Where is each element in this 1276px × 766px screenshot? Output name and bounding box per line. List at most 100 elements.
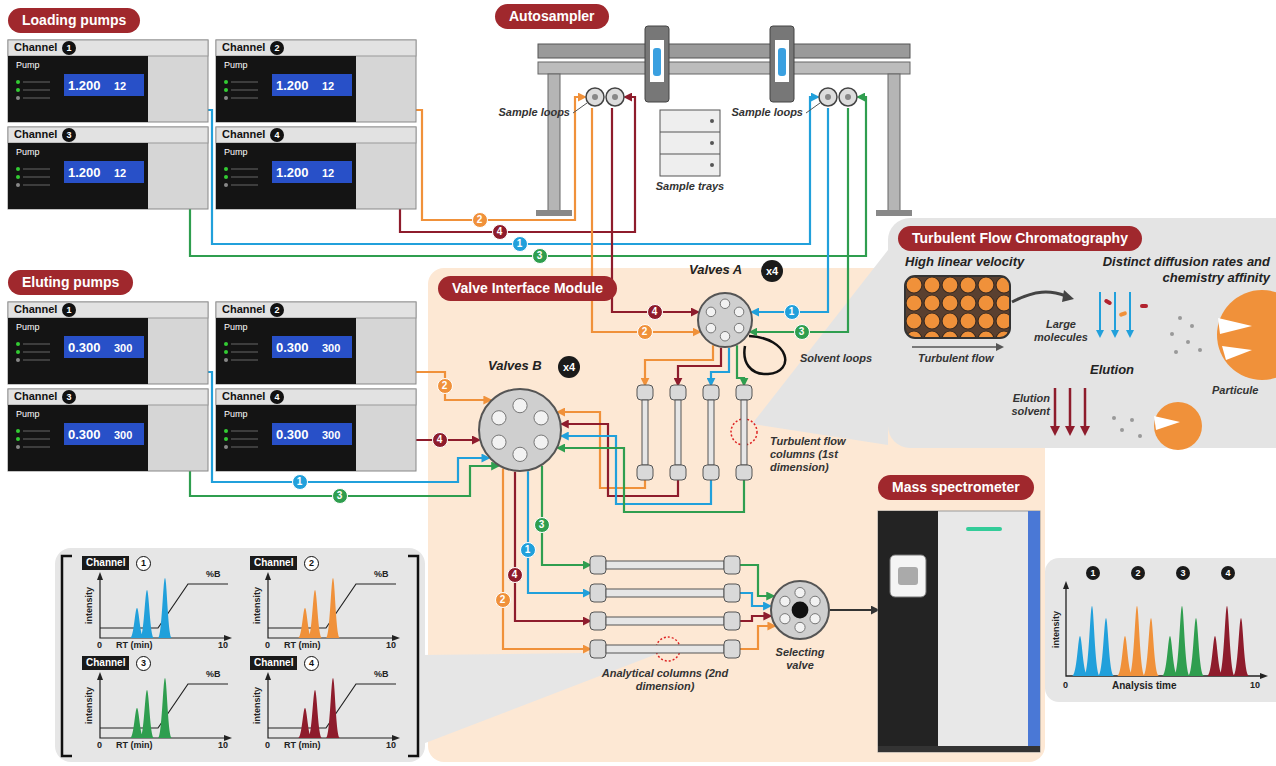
- shape-part: [590, 584, 606, 602]
- shape-part: [16, 342, 20, 346]
- tfc-illustration: [1190, 324, 1194, 328]
- channel-label: Channel: [82, 556, 129, 570]
- autosampler-frame: [645, 26, 669, 102]
- flow-line: [558, 448, 744, 512]
- ms-output-chart: [1260, 673, 1268, 679]
- flow-readout: 1.200: [68, 78, 101, 94]
- shape-part: [224, 358, 228, 362]
- shape-part: [231, 447, 258, 448]
- annotation: Solvent loops: [800, 352, 880, 365]
- tfc-illustration: [1120, 428, 1124, 432]
- tfc-illustration: [1112, 416, 1142, 438]
- shape-part: [231, 82, 258, 83]
- axis-label: RT (min): [284, 740, 321, 751]
- ms-output-chart: [1066, 585, 1264, 676]
- shape-part: [272, 74, 352, 96]
- ms-output-chart: [1063, 581, 1069, 589]
- shape-part: [224, 429, 228, 433]
- shape-part: [216, 302, 416, 384]
- autosampler-frame: [538, 44, 910, 58]
- channel-number: 4: [1221, 566, 1235, 580]
- shape-part: [8, 56, 148, 122]
- annotation: Sample trays: [650, 180, 730, 193]
- shape-part: [23, 352, 50, 353]
- channel-label: Channel: [14, 303, 57, 316]
- tfc-illustration: [1222, 346, 1252, 360]
- shape-part: [231, 98, 258, 99]
- column-set-shape: [590, 555, 740, 660]
- callout-number: 2: [472, 212, 488, 228]
- pump-unit: Channel1Pump1.20012: [8, 40, 208, 122]
- shape-part: [606, 589, 724, 597]
- shape-part: [724, 640, 740, 658]
- shape-part: [780, 596, 790, 606]
- shape-part: [231, 90, 258, 91]
- part-label: Sample loops: [723, 106, 803, 119]
- shape-part: [231, 344, 258, 345]
- tfc-illustration: [912, 346, 996, 348]
- tfc-illustration: [1111, 330, 1119, 338]
- annotation: Turbulent flow: [918, 352, 994, 365]
- axis-label: RT (min): [116, 640, 153, 651]
- shape-part: [878, 511, 1040, 752]
- channel-number: 3: [62, 128, 76, 142]
- callout-number: 1: [292, 474, 308, 490]
- channel-label: Channel: [14, 390, 57, 403]
- shape-part: [16, 437, 20, 441]
- pressure-readout: 300: [322, 429, 340, 442]
- shape-part: [724, 584, 740, 602]
- chromatogram-inset: [55, 548, 425, 762]
- shape-part: [637, 465, 653, 480]
- callout-number: 3: [534, 517, 550, 533]
- callout-number: 1: [520, 542, 536, 558]
- shape-part: [216, 127, 416, 209]
- shape-part: [16, 96, 20, 100]
- callout-number: 1: [512, 236, 528, 252]
- axis-label: 10: [1250, 680, 1260, 691]
- axis-label: %B: [206, 569, 221, 580]
- shape-part: [642, 400, 648, 465]
- callout-number: 3: [794, 324, 810, 340]
- shape-part: [216, 318, 356, 384]
- flow-readout: 1.200: [276, 165, 309, 181]
- shape-part: [8, 302, 208, 384]
- pressure-readout: 12: [114, 167, 126, 180]
- shape-part: [590, 612, 606, 630]
- shape-part: [612, 94, 618, 100]
- annotation: Distinct diffusion rates and chemistry a…: [1100, 254, 1270, 285]
- shape-part: [8, 127, 208, 209]
- shape-part: [592, 94, 598, 100]
- autosampler-frame: [876, 210, 912, 216]
- pump-unit: Channel3Pump1.20012: [8, 127, 208, 209]
- tfc-illustration: [1196, 400, 1212, 414]
- valve-shape: [697, 292, 753, 348]
- shape-part: [878, 511, 938, 752]
- shape-part: [586, 88, 604, 106]
- flow-readout: 0.300: [68, 427, 101, 443]
- callout-number: 4: [432, 432, 448, 448]
- flow-line: [740, 626, 775, 649]
- shape-part: [741, 400, 747, 465]
- shape-part: [734, 323, 744, 333]
- callout-number: 2: [495, 592, 511, 608]
- shape-part: [224, 80, 228, 84]
- shape-part: [216, 127, 416, 143]
- multiplier-badge: x4: [761, 260, 783, 282]
- shape-part: [16, 183, 20, 187]
- shape-part: [706, 307, 716, 317]
- flow-line: [416, 97, 585, 220]
- shape-part: [492, 411, 506, 425]
- shape-part: [23, 344, 50, 345]
- channel-number: 3: [62, 390, 76, 404]
- channel-number: 2: [304, 556, 319, 571]
- shape-part: [23, 431, 50, 432]
- shape-part: [8, 389, 208, 471]
- callout-number: 3: [532, 248, 548, 264]
- shape-part: [216, 405, 356, 471]
- shape-part: [706, 323, 716, 333]
- shape-part: [890, 555, 926, 597]
- axis-label: %B: [374, 669, 389, 680]
- channel-number: 3: [136, 656, 151, 671]
- flow-line: [562, 436, 711, 504]
- section-title: Mass spectrometer: [878, 475, 1034, 500]
